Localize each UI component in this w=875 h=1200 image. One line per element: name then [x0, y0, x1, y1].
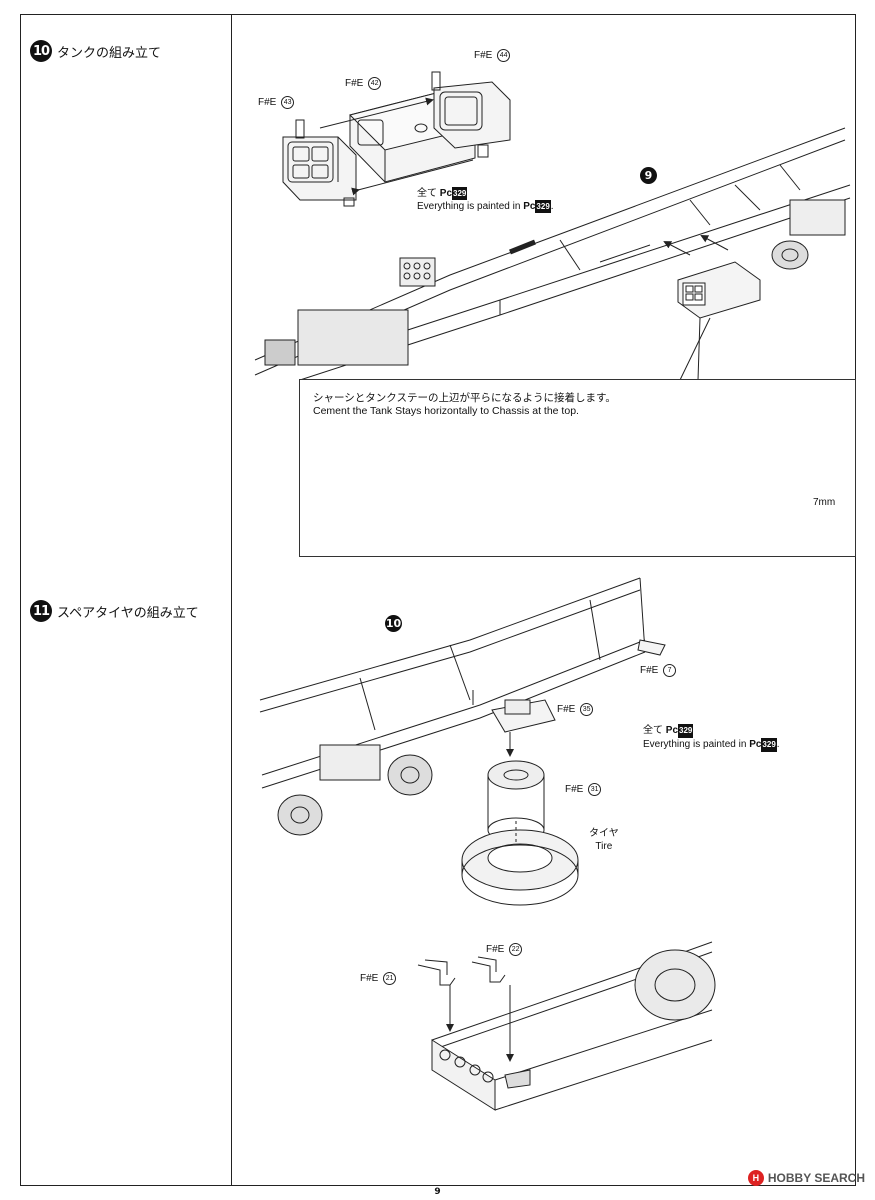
part-label-22: F#E 22 [486, 943, 523, 956]
watermark: H HOBBY SEARCH [747, 1170, 865, 1186]
spare-tire [461, 820, 579, 906]
part-label-7: F#E 7 [640, 664, 677, 677]
spare-tire-carrier-35 [472, 690, 556, 757]
note-japanese: シャーシとタンクステーの上辺が平らになるように接着します。 [313, 392, 616, 404]
dimension-label: 7mm [813, 497, 836, 508]
part-label-43: F#E 43 [258, 96, 295, 109]
step-11-number: 11 [30, 600, 52, 622]
tank-end-cap-44 [431, 71, 511, 158]
ref-step-10-bubble: 10 [385, 615, 402, 632]
chassis-frame-step10 [254, 127, 851, 381]
part-label-31: F#E 31 [565, 783, 602, 796]
spare-wheel-31 [487, 760, 545, 843]
assembly-arrows-tank [319, 97, 474, 196]
note-english: Cement the Tank Stays horizontally to Ch… [313, 405, 579, 417]
tank-installed-step10 [663, 235, 761, 381]
part-label-35: F#E 35 [557, 703, 594, 716]
page-number: 9 [434, 1187, 441, 1197]
paint-instruction-step10: 全て Pc329 Everything is painted in Pc329. [417, 187, 554, 213]
step-11-title: スペアタイヤの組み立て [57, 605, 199, 621]
part-label-21: F#E 21 [360, 972, 397, 985]
tire-bracket-21 [417, 959, 456, 1032]
step-10-header: 10 タンクの組み立て [30, 40, 161, 62]
chassis-frame-step11 [259, 577, 666, 836]
step-10-title: タンクの組み立て [57, 45, 162, 61]
paint-instruction-step11: 全て Pc329 Everything is painted in Pc329. [643, 724, 780, 752]
rear-crossmember-assembly [431, 941, 716, 1111]
tire-label: タイヤ Tire [589, 828, 619, 852]
ref-step-9-bubble: 9 [640, 167, 657, 184]
watermark-logo-icon: H [747, 1170, 764, 1186]
part-label-42: F#E 42 [345, 77, 382, 90]
tank-end-cap-43 [282, 119, 357, 207]
column-divider [231, 14, 232, 1186]
step-10-number: 10 [30, 40, 52, 62]
note-box: シャーシとタンクステーの上辺が平らになるように接着します。 Cement the… [299, 379, 856, 557]
page-frame [20, 14, 856, 1186]
tire-bracket-22 [471, 956, 514, 1062]
step-11-header: 11 スペアタイヤの組み立て [30, 600, 199, 622]
watermark-text: HOBBY SEARCH [767, 1171, 865, 1185]
part-label-44: F#E 44 [474, 49, 511, 62]
